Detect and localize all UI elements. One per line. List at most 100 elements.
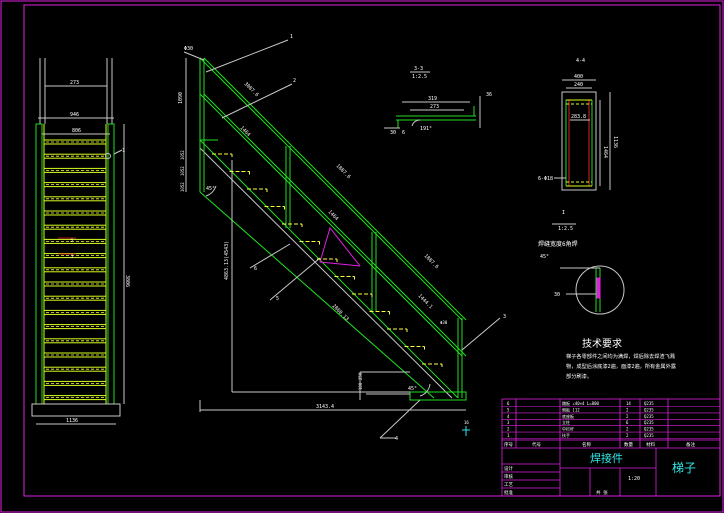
detail-i-scale: 1:2.5 — [558, 226, 573, 232]
front-rung — [43, 366, 107, 372]
side-corner-mark: Φ30 — [440, 320, 448, 325]
front-rung — [43, 352, 107, 358]
side-vertical-note: 4863.13(4543) — [224, 241, 230, 280]
bom-cell: 2 — [626, 407, 629, 412]
front-rung — [43, 238, 107, 244]
section-3-3-dim-30: 30 — [390, 130, 396, 136]
front-rung — [43, 182, 107, 188]
section-3-3-dim-36: 36 — [486, 92, 492, 98]
front-callout-1: 1 — [122, 148, 125, 154]
front-dim-946: 946 — [70, 112, 79, 118]
side-step — [247, 188, 268, 192]
side-step — [422, 363, 443, 367]
bom-cell: 扶手 — [562, 432, 570, 438]
side-angle-top: 45° — [206, 186, 215, 192]
detail-i-note: 焊缝宽度6角焊 — [538, 240, 578, 248]
bom-cell: 底座板 — [562, 413, 574, 419]
front-dim-3806: 3806 — [124, 275, 130, 287]
side-label-6: 6 — [254, 266, 257, 272]
bom-header-name: 名称 — [582, 441, 591, 448]
detail-i-angle: 45° — [540, 254, 549, 260]
side-dim-1090: 1090 — [178, 92, 184, 104]
bom-cell: Q235 — [644, 414, 654, 419]
side-step — [404, 346, 425, 350]
front-dim-1136: 1136 — [66, 418, 78, 424]
side-small-mark: 16 — [464, 420, 469, 425]
side-step — [387, 328, 408, 332]
section-4-4-dim-283: 283.8 — [571, 114, 586, 120]
bom-cell: 6 — [626, 420, 629, 425]
detail-i-title: I — [562, 210, 565, 216]
part-name: 梯子 — [672, 461, 696, 475]
tech-line-3: 部分刷漆。 — [566, 372, 592, 380]
side-dim-3143: 3143.4 — [316, 404, 334, 410]
tech-line-1: 梯子各零部件之间均为满焊，焊后除去焊渣飞溅 — [566, 352, 676, 360]
bom-cell: 6 — [507, 401, 510, 406]
side-label-3: 3 — [503, 314, 506, 320]
front-rung — [43, 153, 107, 159]
front-dim-806: 806 — [72, 128, 81, 134]
front-callout-3a: 3 — [70, 238, 73, 244]
front-weld-circle — [105, 153, 111, 159]
tech-line-2: 物，成型后涂底漆2遍，面漆2遍，所有金属外露 — [566, 362, 677, 370]
side-dim-1464a: 1464 — [239, 125, 252, 138]
side-dim-250: 250 — [358, 372, 363, 380]
bom-cell: 14 — [626, 401, 631, 406]
front-rung — [43, 295, 107, 301]
section-3-3-angle: 191° — [420, 126, 432, 132]
section-4-4-dim-400: 400 — [574, 74, 583, 80]
section-3-3-dim-319: 319 — [428, 96, 437, 102]
bom-header-code: 代号 — [532, 441, 541, 448]
front-rung — [43, 281, 107, 287]
bom-cell: Q235 — [644, 407, 654, 412]
bom-cell: 中栏杆 — [562, 426, 574, 432]
bom-cell: 2 — [626, 427, 629, 432]
sig-approve: 批准 — [504, 489, 513, 496]
side-dim-1887a: 1887.6 — [335, 163, 352, 180]
bom-cell: Q235 — [644, 427, 654, 432]
side-step — [282, 223, 303, 227]
section-3-3-dim-273: 273 — [430, 104, 439, 110]
front-rungs — [43, 139, 111, 401]
bom-cell: Q235 — [644, 401, 654, 406]
side-label-2: 2 — [293, 78, 296, 84]
tech-title: 技术要求 — [582, 337, 622, 350]
side-dim-1887b: 1887.6 — [423, 253, 440, 270]
side-step — [317, 258, 338, 262]
page-count: 共 张 — [596, 489, 608, 496]
side-step — [334, 276, 355, 280]
side-step — [229, 171, 250, 175]
front-rung — [43, 210, 107, 216]
section-3-3-title: 3-3 — [414, 66, 423, 72]
bom-cell: 5 — [507, 407, 510, 412]
drawing-scale: 1:20 — [628, 476, 640, 482]
front-rung — [43, 139, 107, 145]
front-rung — [43, 338, 107, 344]
side-dim-1052b: 1052 — [180, 150, 185, 160]
front-dim-273: 273 — [70, 80, 79, 86]
inner-border — [23, 4, 721, 497]
front-rung — [43, 380, 107, 386]
sig-process: 工艺 — [504, 482, 513, 488]
sig-design: 设计 — [504, 465, 513, 472]
side-angle-bottom: 45° — [408, 386, 417, 392]
bom-cell: Q235 — [644, 420, 654, 425]
section-4-4-note: 6-Φ18 — [538, 176, 553, 182]
front-rung — [43, 167, 107, 173]
front-rung — [43, 309, 107, 315]
side-step — [369, 311, 390, 315]
side-dim-2860: 2860.13 — [331, 303, 350, 322]
side-view — [183, 39, 501, 439]
bom-cell: 4 — [507, 414, 510, 419]
bom-cell: Q235 — [644, 433, 654, 438]
side-dim-1444: 1444.1 — [417, 293, 434, 310]
detail-i-dim: 30 — [554, 292, 560, 298]
